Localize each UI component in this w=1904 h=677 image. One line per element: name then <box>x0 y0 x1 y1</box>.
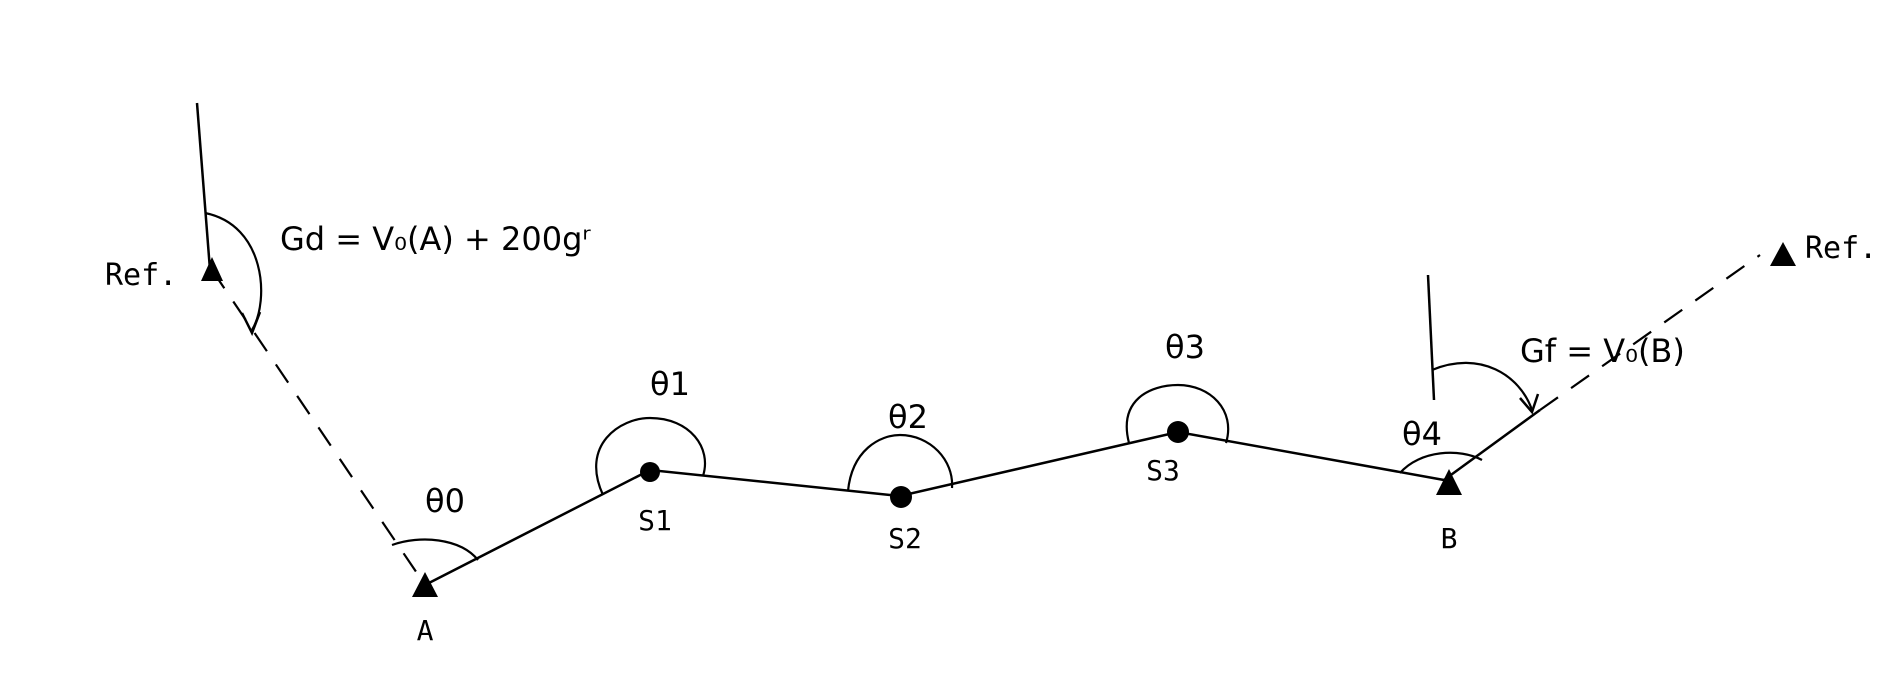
station-s1-point <box>640 462 660 482</box>
station-b-triangle <box>1436 469 1462 495</box>
ref-right-label: Ref. <box>1805 231 1877 266</box>
theta3-arc <box>1125 383 1230 444</box>
station-b-label: B <box>1441 522 1458 555</box>
theta0-label: θ0 <box>425 482 465 520</box>
ref-left-label: Ref. <box>105 258 177 293</box>
dashed-line-ref-left-to-a <box>211 269 426 586</box>
station-a-triangle <box>412 572 438 597</box>
theta4-label: θ4 <box>1402 415 1442 453</box>
station-s3-point <box>1167 421 1189 443</box>
ref-right-triangle <box>1770 242 1796 266</box>
ref-left-triangle <box>201 257 223 281</box>
line-b-to-ref-right-dashed <box>1539 254 1761 411</box>
theta2-label: θ2 <box>888 398 928 436</box>
gd-arrowhead <box>240 311 262 337</box>
theta0-arc <box>391 538 479 561</box>
line-b-to-ref-right-solid <box>1443 408 1541 482</box>
north-line-left <box>195 102 212 271</box>
gf-angle-arc <box>1431 361 1534 411</box>
station-a-label: A <box>417 614 434 647</box>
theta1-arc <box>595 416 707 496</box>
north-line-b <box>1426 274 1436 401</box>
theta2-arc <box>846 433 954 492</box>
gf-equation-label: Gf = V₀(B) <box>1520 332 1685 370</box>
station-s3-label: S3 <box>1146 454 1180 487</box>
station-s2-label: S2 <box>888 522 922 555</box>
station-s1-label: S1 <box>638 504 672 537</box>
gf-arrowhead <box>1519 393 1540 415</box>
theta3-label: θ3 <box>1165 328 1205 366</box>
theta4-arc <box>1399 451 1483 474</box>
station-s2-point <box>890 486 912 508</box>
traverse-polyline <box>424 430 1445 587</box>
gd-equation-label: Gd = V₀(A) + 200gʳ <box>280 220 591 258</box>
theta1-label: θ1 <box>650 365 690 403</box>
